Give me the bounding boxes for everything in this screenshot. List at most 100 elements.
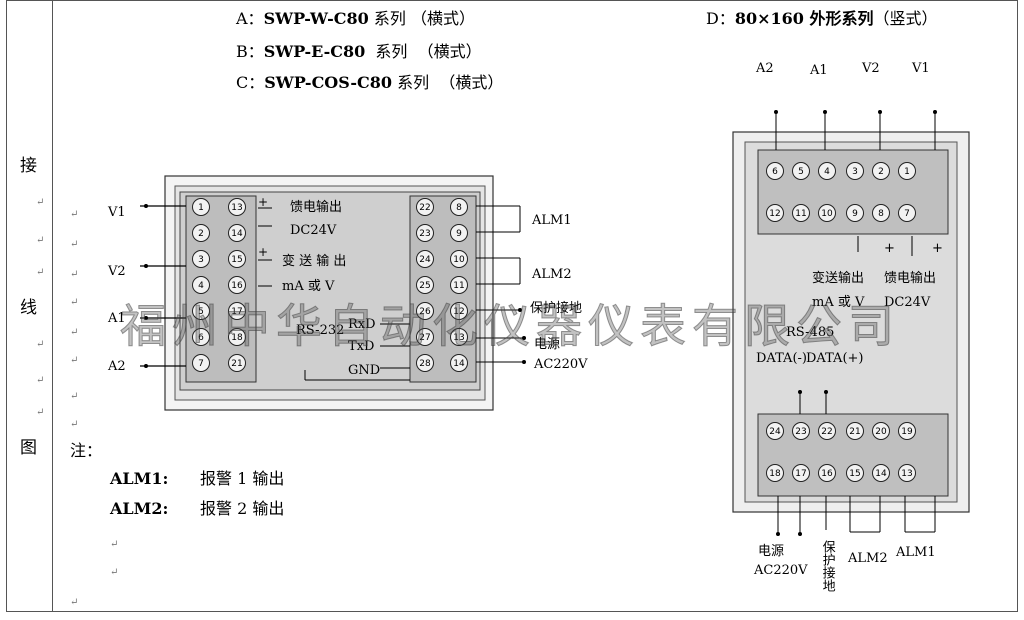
label-alm2: ALM2	[532, 267, 572, 282]
d-label-ma-or-v: mA 或 V	[812, 295, 865, 310]
d-label-a2: A2	[756, 61, 774, 76]
return-mark: ↵	[70, 355, 79, 366]
model-a-letter: A：	[236, 9, 264, 28]
d-terminal-24: 24	[766, 422, 784, 440]
d-terminal-21: 21	[846, 422, 864, 440]
terminal-16: 16	[228, 276, 246, 294]
return-mark: ↵	[110, 567, 119, 578]
label-rs232: RS-232	[296, 323, 345, 338]
return-mark: ↵	[36, 197, 45, 208]
return-mark: ↵	[36, 407, 45, 418]
model-d-name: 80×160 外形系列	[734, 9, 874, 28]
return-mark: ↵	[36, 339, 45, 350]
model-a-name: SWP-W-C80	[263, 9, 369, 28]
terminal-8: 8	[450, 198, 468, 216]
notes-title: 注：	[70, 441, 103, 460]
sidebar-char-2: 线	[20, 298, 37, 318]
return-mark: ↵	[70, 209, 79, 220]
d-terminal-22: 22	[818, 422, 836, 440]
terminal-13: 13	[450, 328, 468, 346]
terminal-26: 26	[416, 302, 434, 320]
label-ma-or-v: mA 或 V	[282, 279, 335, 294]
d-label-v2: V2	[862, 61, 880, 76]
model-b-letter: B：	[236, 42, 264, 61]
label-feed-out: 馈电输出	[290, 200, 343, 215]
label-ac220v: AC220V	[534, 357, 588, 372]
label-a1: A1	[108, 311, 126, 326]
terminal-23: 23	[416, 224, 434, 242]
d-terminal-19: 19	[898, 422, 916, 440]
d-terminal-18: 18	[766, 464, 784, 482]
terminal-17: 17	[228, 302, 246, 320]
model-c-name: SWP-COS-C80	[264, 73, 393, 92]
note-alm2-value: 报警 2 输出	[200, 499, 285, 518]
d-terminal-23: 23	[792, 422, 810, 440]
terminal-28: 28	[416, 354, 434, 372]
return-mark: ↵	[70, 269, 79, 280]
d-label-a1: A1	[810, 63, 828, 78]
terminal-6: 6	[192, 328, 210, 346]
model-c-style: （横式）	[439, 73, 504, 92]
d-terminal-1: 1	[898, 162, 916, 180]
terminal-9: 9	[450, 224, 468, 242]
terminal-4: 4	[192, 276, 210, 294]
terminal-10: 10	[450, 250, 468, 268]
model-d-letter: D：	[706, 9, 735, 28]
d-terminal-14: 14	[872, 464, 890, 482]
return-mark: ↵	[36, 235, 45, 246]
svg-text:+: +	[884, 241, 895, 256]
terminal-27: 27	[416, 328, 434, 346]
model-d-style: （竖式）	[873, 9, 938, 28]
return-mark: ↵	[36, 375, 45, 386]
terminal-21: 21	[228, 354, 246, 372]
d-label-data-neg: DATA(-)	[756, 351, 807, 366]
model-a-heading: A：SWP-W-C80 系列 （横式）	[236, 11, 475, 27]
plus-mark-1: +	[258, 195, 269, 209]
terminal-18: 18	[228, 328, 246, 346]
label-transmit-out: 变 送 输 出	[282, 254, 347, 269]
terminal-14: 14	[228, 224, 246, 242]
d-label-ac220v: AC220V	[754, 563, 808, 578]
label-a2: A2	[108, 359, 126, 374]
d-terminal-7: 7	[898, 204, 916, 222]
return-mark: ↵	[70, 391, 79, 402]
model-b-series: 系列	[375, 42, 408, 61]
d-terminal-9: 9	[846, 204, 864, 222]
terminal-22: 22	[416, 198, 434, 216]
terminal-11: 11	[450, 276, 468, 294]
d-label-v1: V1	[912, 61, 930, 76]
terminal-7: 7	[192, 354, 210, 372]
d-terminal-3: 3	[846, 162, 864, 180]
d-label-rs485: RS-485	[786, 325, 835, 340]
model-a-style: （横式）	[410, 9, 475, 28]
d-label-dc24v: DC24V	[884, 295, 931, 310]
d-terminal-10: 10	[818, 204, 836, 222]
d-label-alm1: ALM1	[896, 545, 936, 560]
d-terminal-17: 17	[792, 464, 810, 482]
sidebar-divider	[52, 0, 53, 612]
return-mark: ↵	[70, 327, 79, 338]
label-v2: V2	[108, 264, 126, 279]
label-power: 电源	[534, 337, 561, 352]
return-mark: ↵	[70, 597, 79, 608]
sidebar-char-1: 接	[20, 156, 37, 176]
d-label-power: 电源	[758, 544, 785, 559]
model-c-heading: C：SWP-COS-C80 系列 （横式）	[236, 75, 503, 91]
terminal-25: 25	[416, 276, 434, 294]
d-terminal-13: 13	[898, 464, 916, 482]
return-mark: ↵	[70, 419, 79, 430]
terminal-2: 2	[192, 224, 210, 242]
d-label-ground: 保护接地	[819, 540, 835, 592]
return-mark: ↵	[70, 297, 79, 308]
plus-mark-2: +	[258, 245, 269, 259]
sidebar-char-3: 图	[20, 438, 37, 458]
d-label-feed-out: 馈电输出	[884, 271, 937, 286]
label-gnd: GND	[348, 363, 381, 378]
d-terminal-6: 6	[766, 162, 784, 180]
model-c-series: 系列	[397, 73, 430, 92]
return-mark: ↵	[110, 539, 119, 550]
d-terminal-15: 15	[846, 464, 864, 482]
terminal-3: 3	[192, 250, 210, 268]
label-rxd: RxD	[348, 317, 376, 332]
